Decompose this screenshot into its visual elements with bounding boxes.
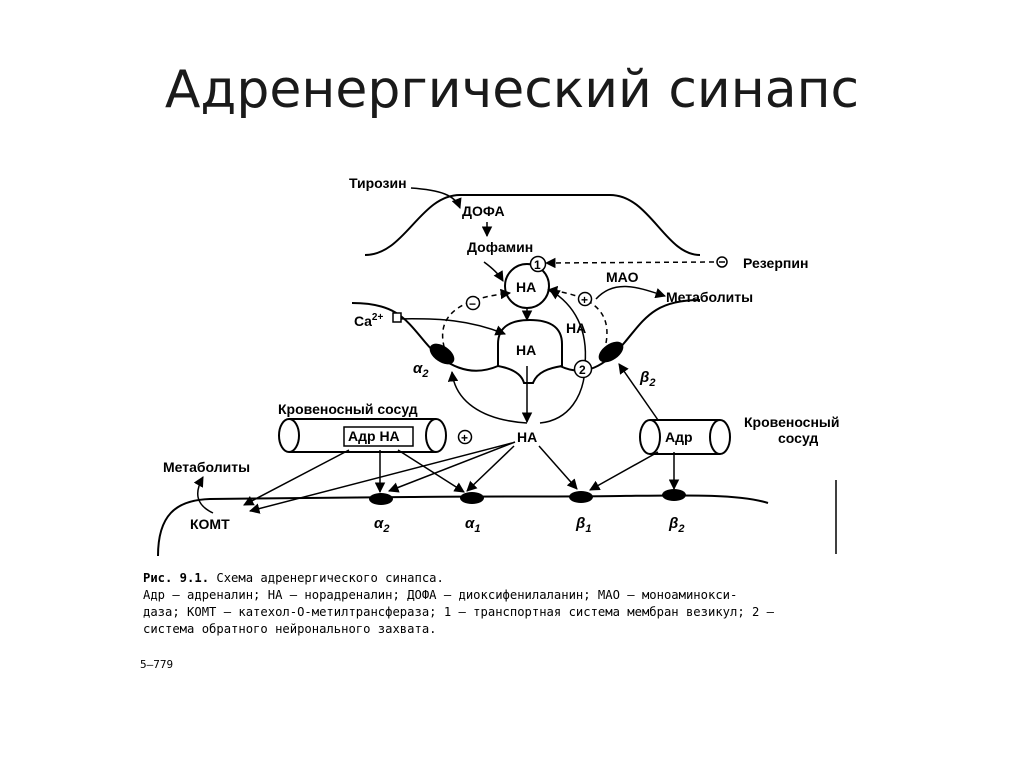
caption-figure-number: Рис. 9.1. [143,571,210,585]
label-na-release: НА [516,342,536,358]
label-reserpine: Резерпин [743,255,808,271]
slide-title: Адренергический синапс [164,60,860,120]
exocytosis-vesicle-outline [497,318,563,384]
label-blood-vessel-left: Кровеносный сосуд [278,401,418,417]
reuptake-system-2-marker [573,359,593,379]
caption-title: Схема адренергического синапса. [209,571,444,585]
nerve-terminal-top-outline [364,194,701,256]
caption-line-1: Рис. 9.1. Схема адренергического синапса… [143,570,873,587]
label-calcium: Ca2+ [354,312,383,329]
regulatory-dashed-arrows [441,257,715,357]
pathway-arrows [193,187,680,514]
sign-plus-top-label: + [581,293,588,307]
presynaptic-alpha2-receptor [429,343,455,365]
page-number: 5—779 [140,658,174,671]
label-mao: МАО [606,269,639,285]
inhibition-minus-sign [465,295,481,311]
caption-line-3: даза; КОМТ – катехол-О-метилтрансфераза;… [143,605,775,619]
label-na-cleft: НА [517,429,537,445]
label-blood-vessel-right-line1: Кровеносный [744,414,839,430]
figure-caption: Рис. 9.1. Схема адренергического синапса… [143,570,873,638]
activation-plus-sign-cleft [457,429,473,445]
label-receptor-alpha1: α1 [465,515,480,535]
presynaptic-beta2-receptor [598,341,624,363]
label-dopa: ДОФА [462,203,505,219]
label-receptor-alpha2: α2 [374,515,389,535]
label-metabolites-right: Метаболиты [666,289,753,305]
marker-1-label: 1 [534,258,541,272]
caption-line-4: система обратного нейронального захвата. [143,622,437,636]
label-metabolites-left: Метаболиты [163,459,250,475]
sign-plus-cleft-label: + [461,431,468,445]
blood-vessel-right [639,419,731,455]
presynaptic-membrane-left [351,302,499,372]
caption-line-2: Адр – адреналин; НА – норадреналин; ДОФА… [143,588,738,602]
label-dopamine: Дофамин [467,239,533,255]
label-blood-vessel-right-line2: сосуд [778,430,818,446]
label-receptor-beta2: β2 [668,515,684,535]
label-na-vesicle: НА [516,279,536,295]
postsynaptic-alpha2-receptor [369,493,393,505]
label-beta2-presynaptic: β2 [639,369,655,389]
postsynaptic-membrane [157,494,769,557]
postsynaptic-beta1-receptor [569,491,593,503]
activation-plus-sign-top [577,291,593,307]
postsynaptic-alpha1-receptor [460,492,484,504]
postsynaptic-beta2-receptor [662,489,686,501]
marker-2-label: 2 [579,363,586,377]
transport-system-1-marker [529,255,547,273]
calcium-channel [392,312,402,323]
label-comt: КОМТ [190,516,230,532]
label-receptor-beta1: β1 [575,515,591,535]
label-blood-vessel-right-content: Адр [665,429,693,445]
label-alpha2-presynaptic: α2 [413,360,428,380]
label-na-reuptake: НА [566,320,586,336]
sign-minus-label: − [469,297,476,311]
blood-vessel-left [278,418,447,453]
label-blood-vessel-left-content: Адр НА [348,428,400,444]
label-tyrosine: Тирозин [349,175,407,191]
